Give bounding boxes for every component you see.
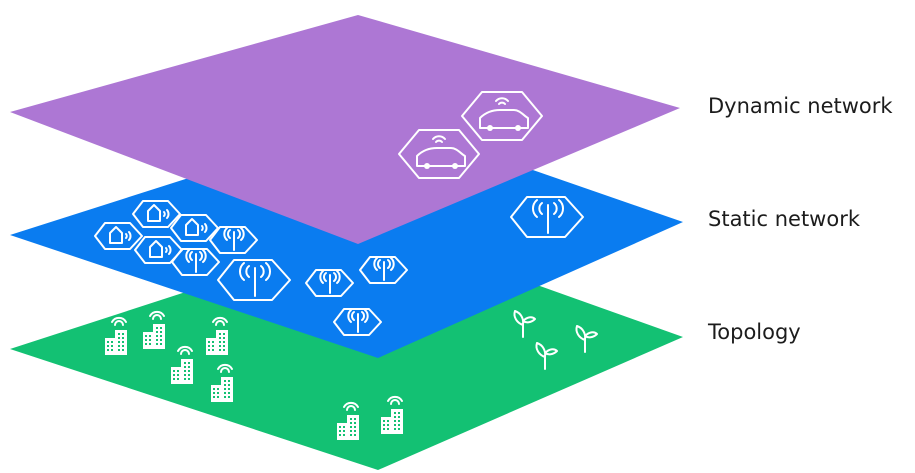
topology-label: Topology [708, 320, 801, 344]
dynamic-network-layer [10, 15, 680, 244]
dynamic-network-plane [10, 15, 680, 244]
static-network-label: Static network [708, 207, 861, 231]
dynamic-network-label: Dynamic network [708, 94, 893, 118]
